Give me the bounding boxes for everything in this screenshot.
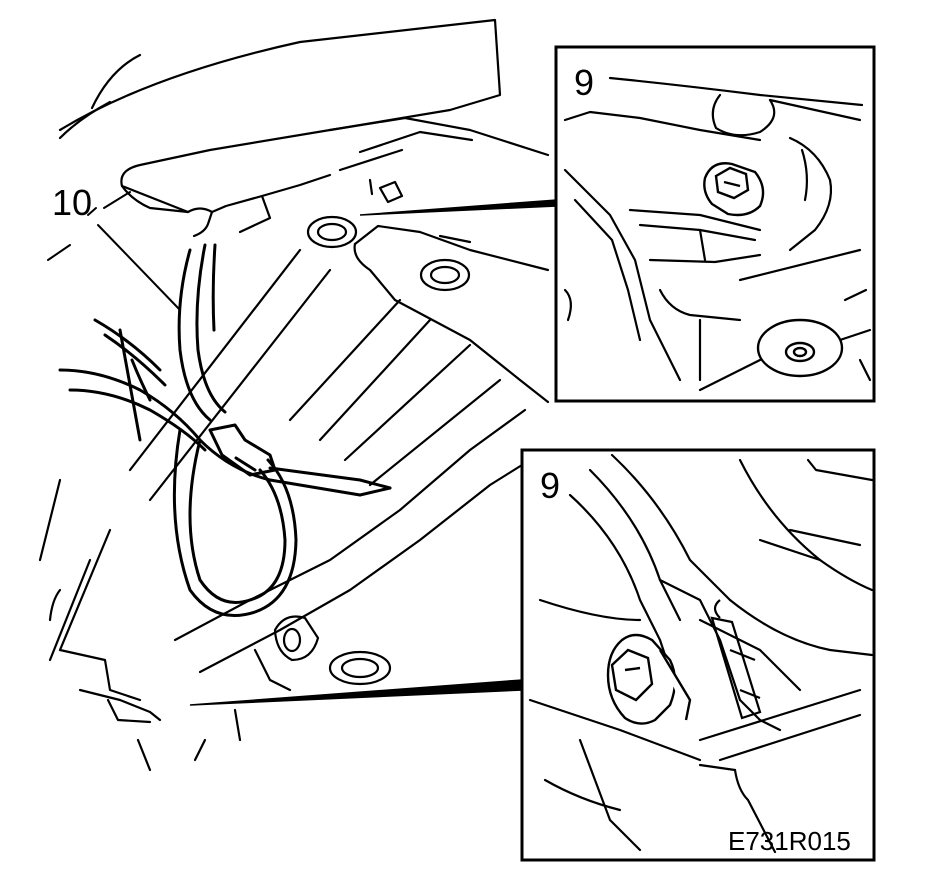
callout-label-inset-top: 9 [574,62,594,103]
wiring-harness [58,243,392,617]
callout-label-inset-bottom: 9 [540,465,560,506]
mounting-bracket [306,178,550,404]
inset-bottom-bolt [606,633,692,725]
callout-10-leader [97,224,181,311]
inset-top-nut [756,318,844,378]
callout-label-10: 10 [52,182,92,223]
inset-bottom-clip [710,599,762,720]
main-view [38,18,550,772]
inset-top-bolt [703,162,765,217]
lower-bolt-bosses [273,615,392,686]
figure-reference-code: E731R015 [728,826,851,856]
inset-top [554,45,876,403]
inset-bottom [520,448,876,862]
body-panel [58,18,550,238]
subframe [38,248,532,772]
